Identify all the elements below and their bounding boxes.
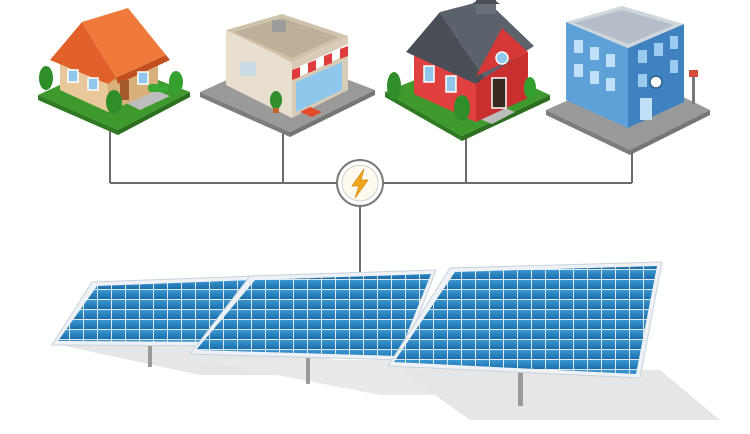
shop-icon [200, 14, 375, 137]
solar-panel-icon [51, 275, 259, 347]
school-icon [385, 0, 550, 141]
panel-post [148, 345, 152, 367]
power-hub [336, 159, 384, 207]
panel-post [306, 358, 310, 384]
house-icon [38, 8, 190, 135]
panel-shadow [400, 370, 720, 420]
office-building-icon [546, 6, 710, 155]
solar-panel-icon [387, 261, 663, 379]
panel-post [518, 370, 523, 406]
solar-panel-icon [189, 269, 437, 361]
lightning-bolt-icon [351, 168, 369, 199]
